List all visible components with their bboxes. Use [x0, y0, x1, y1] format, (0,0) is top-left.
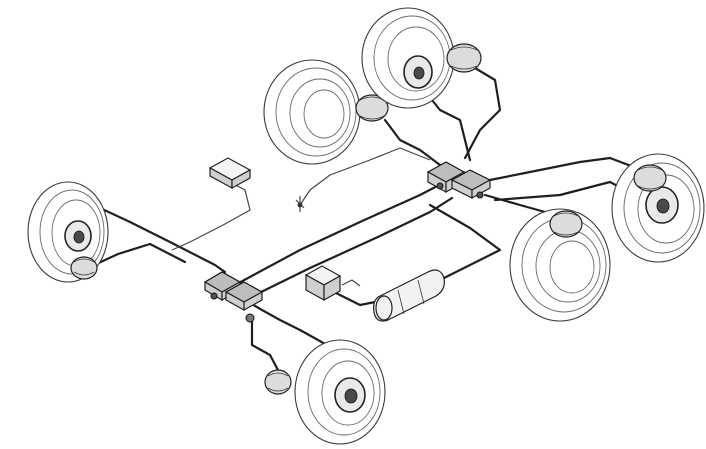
- ecu-box: [208, 157, 252, 190]
- ecu-cable: [171, 181, 251, 251]
- pipe-front-left-chamber: [90, 242, 187, 268]
- pipe-front-right-chamber: [250, 316, 280, 372]
- pipe-rear-right-upper: [488, 156, 657, 182]
- pipe-front-left: [98, 206, 227, 274]
- front-left-brake-chamber: [70, 256, 98, 280]
- sensor-line-center: [299, 147, 431, 206]
- rear-valve-block: [426, 161, 492, 200]
- modulator-valve: [304, 265, 342, 302]
- air-reservoir: [373, 269, 445, 322]
- air-lines: [90, 63, 657, 372]
- pipe-main-trunk-2: [253, 196, 454, 297]
- front-right-wheel: [294, 339, 386, 445]
- rear-right-lower-wheel: [509, 208, 611, 322]
- pipe-rear-upper-left: [383, 118, 442, 167]
- rear-right-upper-brake-chamber: [633, 164, 667, 192]
- front-right-brake-chamber: [264, 369, 292, 395]
- pipe-main-trunk: [233, 180, 447, 287]
- tank-fitting: [341, 279, 361, 287]
- front-valve-block: [203, 271, 264, 323]
- rear-left-upper-wheel: [361, 7, 455, 109]
- pipe-rear-upper-right: [463, 63, 502, 160]
- pipe-front-right: [243, 298, 334, 350]
- rear-left-lower-wheel: [263, 59, 361, 165]
- sensor-switch: [295, 196, 305, 212]
- rear-left-upper-brake-chamber: [446, 43, 482, 73]
- rear-left-lower-brake-chamber: [355, 94, 389, 122]
- rear-right-lower-brake-chamber: [549, 210, 583, 238]
